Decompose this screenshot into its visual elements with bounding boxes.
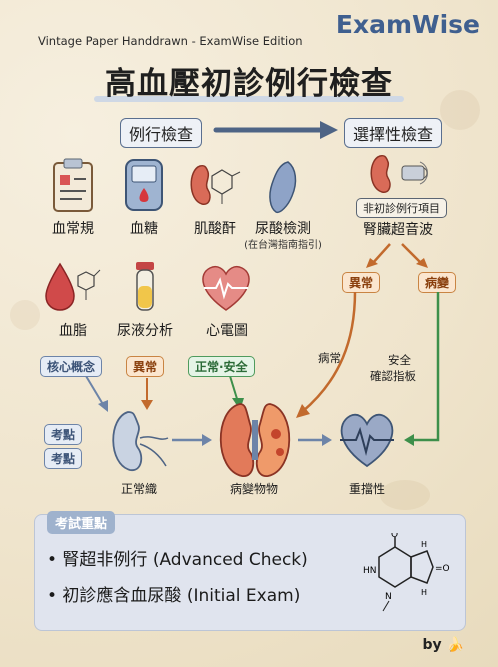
title-underline xyxy=(94,96,404,102)
lesion-kidney-icon xyxy=(219,403,291,477)
exam-point-tag: 考點 xyxy=(44,448,83,469)
svg-text:HN: HN xyxy=(363,566,377,576)
urine-tube-icon xyxy=(136,262,154,311)
blood-drop-molecule-icon xyxy=(45,262,101,311)
svg-text:H: H xyxy=(421,540,427,549)
non-routine-badge: 非初診例行項目 xyxy=(356,198,447,218)
byline-text: by xyxy=(422,637,442,653)
routine-item-label: 血常規 xyxy=(52,221,94,237)
paper-stain xyxy=(10,300,40,330)
exam-point-tag: 考點 xyxy=(44,424,83,445)
safe-path-label-1: 安全 xyxy=(388,353,411,367)
edition-subtitle: Vintage Paper Handdrawn - ExamWise Editi… xyxy=(38,34,303,48)
heavy-label: 重擋性 xyxy=(348,482,385,496)
svg-text:=O: =O xyxy=(435,564,450,574)
normal-safe-tag: 正常·安全 xyxy=(188,356,255,377)
svg-text:N: N xyxy=(385,592,392,602)
glucometer-icon xyxy=(125,159,163,211)
routine-item-label: 血脂 xyxy=(59,323,87,339)
banana-icon: 🍌 xyxy=(446,637,464,653)
clipboard-icon xyxy=(53,158,93,212)
uric-acid-structure-icon: O HN =O N H H xyxy=(363,533,450,612)
selective-check-pill: 選擇性檢查 xyxy=(344,118,443,148)
paper-stain xyxy=(380,480,430,510)
routine-item-label: 尿酸檢測 xyxy=(255,221,311,237)
kidney-ultrasound-label: 腎臟超音波 xyxy=(363,222,433,238)
core-concept-tag: 核心概念 xyxy=(40,356,103,377)
abnormal-tag: 異常 xyxy=(342,272,381,293)
svg-text:O: O xyxy=(391,533,398,540)
guideline-note: (在台灣指南指引) xyxy=(244,240,322,251)
taiwan-map-icon xyxy=(269,161,297,214)
svg-text:H: H xyxy=(421,588,427,597)
kidney-ultrasound-icon xyxy=(370,154,428,193)
exam-focus-bullet: • 初診應含血尿酸 (Initial Exam) xyxy=(47,586,301,606)
ecg-heart-icon xyxy=(202,265,250,311)
page-title: 高血壓初診例行檢查 xyxy=(105,66,393,102)
exam-focus-title: 考試重點 xyxy=(47,511,116,534)
normal-kidney-icon xyxy=(112,411,169,471)
safe-path-label-2: 確認指板 xyxy=(370,369,416,383)
paper-stain xyxy=(440,90,480,130)
lesion-label: 病變物物 xyxy=(229,482,278,496)
exam-focus-box: 考試重點 • 腎超非例行 (Advanced Check) • 初診應含血尿酸 … xyxy=(34,511,466,631)
heart-ecg-icon xyxy=(340,413,394,468)
header-arrow-icon xyxy=(213,121,338,139)
flow-abnormal-tag: 異常 xyxy=(126,356,165,377)
kidney-molecule-icon xyxy=(190,164,241,205)
branch-arrows-icon xyxy=(366,243,428,268)
routine-item-label: 血糖 xyxy=(130,221,158,237)
byline: by 🍌 xyxy=(423,637,464,653)
routine-item-label: 肌酸酐 xyxy=(194,221,236,237)
flow-arrows-icon xyxy=(85,291,440,446)
routine-check-pill: 例行檢查 xyxy=(120,118,203,148)
routine-item-label: 尿液分析 xyxy=(117,323,173,339)
exam-focus-bullet: • 腎超非例行 (Advanced Check) xyxy=(47,550,308,570)
routine-item-label: 心電圖 xyxy=(206,323,248,339)
abnormal-path-label: 病常 xyxy=(318,351,341,365)
brand-logo: ExamWise xyxy=(335,10,480,39)
normal-tissue-label: 正常織 xyxy=(120,482,157,496)
